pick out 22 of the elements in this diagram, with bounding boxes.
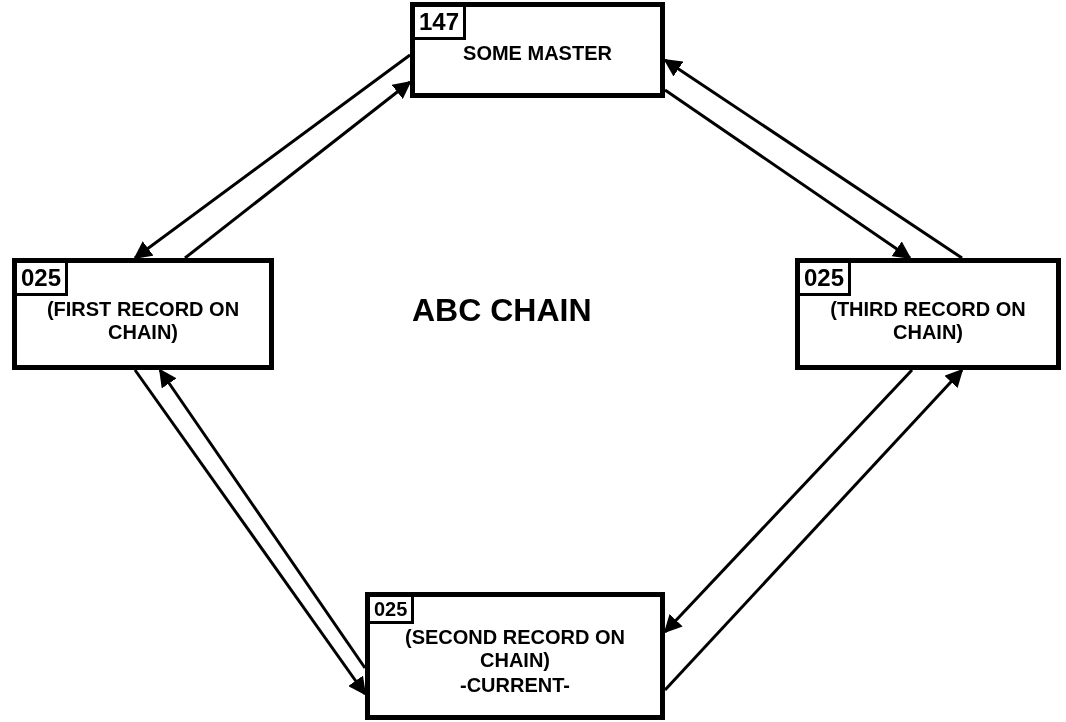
- record-code: 025: [800, 263, 852, 296]
- arrow: [158, 368, 367, 669]
- arrow: [133, 369, 367, 696]
- chain-title: ABC CHAIN: [412, 292, 592, 329]
- record-box: [12, 258, 274, 370]
- arrow: [664, 88, 912, 260]
- record-code: 147: [415, 7, 467, 40]
- record-label: (SECOND RECORD ON CHAIN): [404, 626, 626, 672]
- arrow: [663, 368, 964, 692]
- arrow: [133, 53, 411, 260]
- record-code: 025: [370, 597, 415, 624]
- record-label: (FIRST RECORD ON CHAIN): [45, 298, 241, 344]
- arrow: [663, 368, 914, 634]
- record-box: [795, 258, 1061, 370]
- record-box: [365, 592, 665, 720]
- record-label: (THIRD RECORD ON CHAIN): [829, 298, 1027, 344]
- arrow: [184, 80, 412, 260]
- record-code: 025: [17, 263, 69, 296]
- arrow: [663, 58, 963, 260]
- record-label: SOME MASTER: [462, 42, 613, 65]
- status-label: -CURRENT-: [459, 674, 571, 697]
- record-box: [410, 2, 665, 98]
